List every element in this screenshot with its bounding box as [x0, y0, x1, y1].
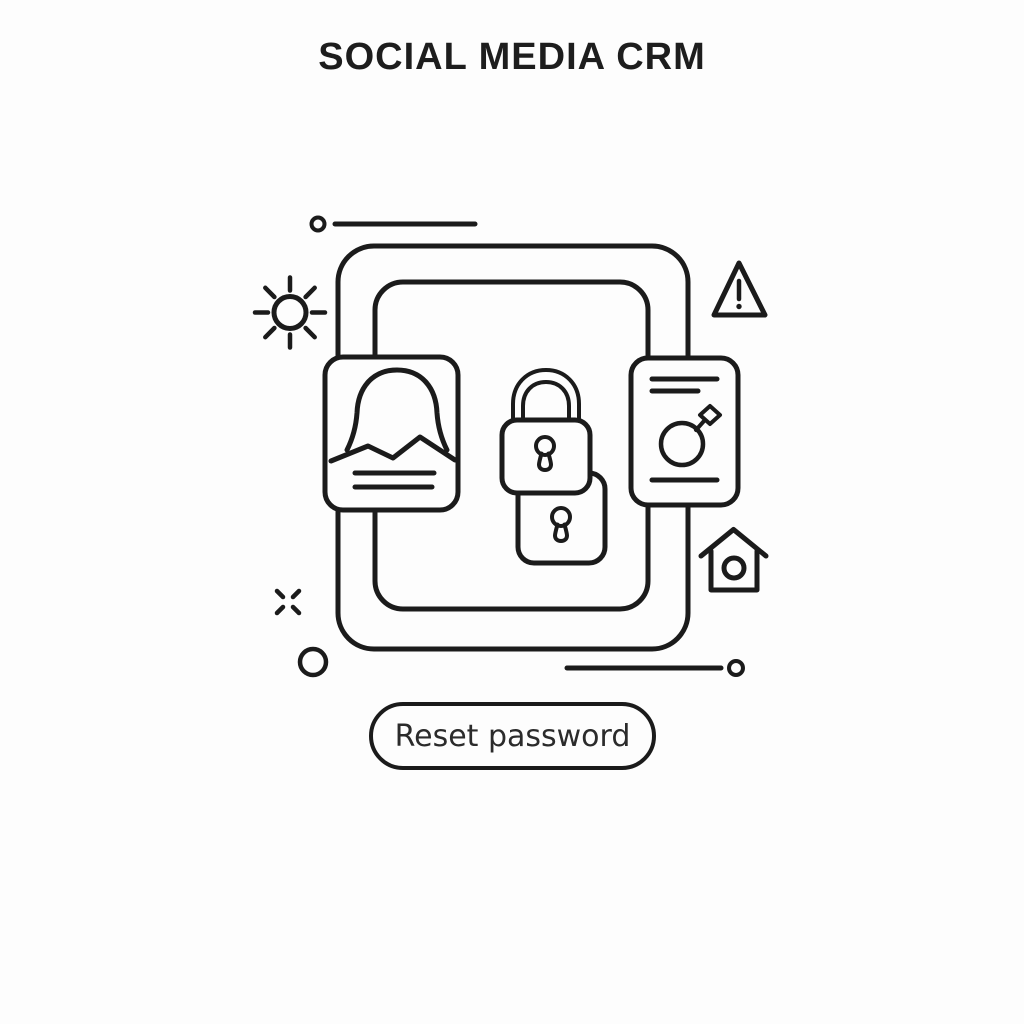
home-icon [698, 527, 769, 593]
user-card-icon [322, 354, 461, 513]
dot-circle-icon [297, 646, 329, 678]
reset-password-button[interactable]: Reset password [369, 702, 656, 770]
warning-triangle-icon [711, 260, 768, 318]
line-dot-bottom-icon [564, 659, 745, 677]
document-card-icon [628, 355, 741, 508]
keyhole-icon [550, 506, 572, 528]
avatar-shoulders [328, 434, 458, 464]
page-title: SOCIAL MEDIA CRM [318, 36, 706, 78]
avatar-hair [344, 367, 450, 453]
sun-icon [252, 275, 328, 350]
keyhole-icon [534, 435, 556, 457]
sparkle-x-icon [274, 588, 302, 616]
diamond-icon [698, 404, 722, 426]
padlock-top-icon [499, 368, 593, 496]
dot-line-top-icon [309, 215, 478, 233]
